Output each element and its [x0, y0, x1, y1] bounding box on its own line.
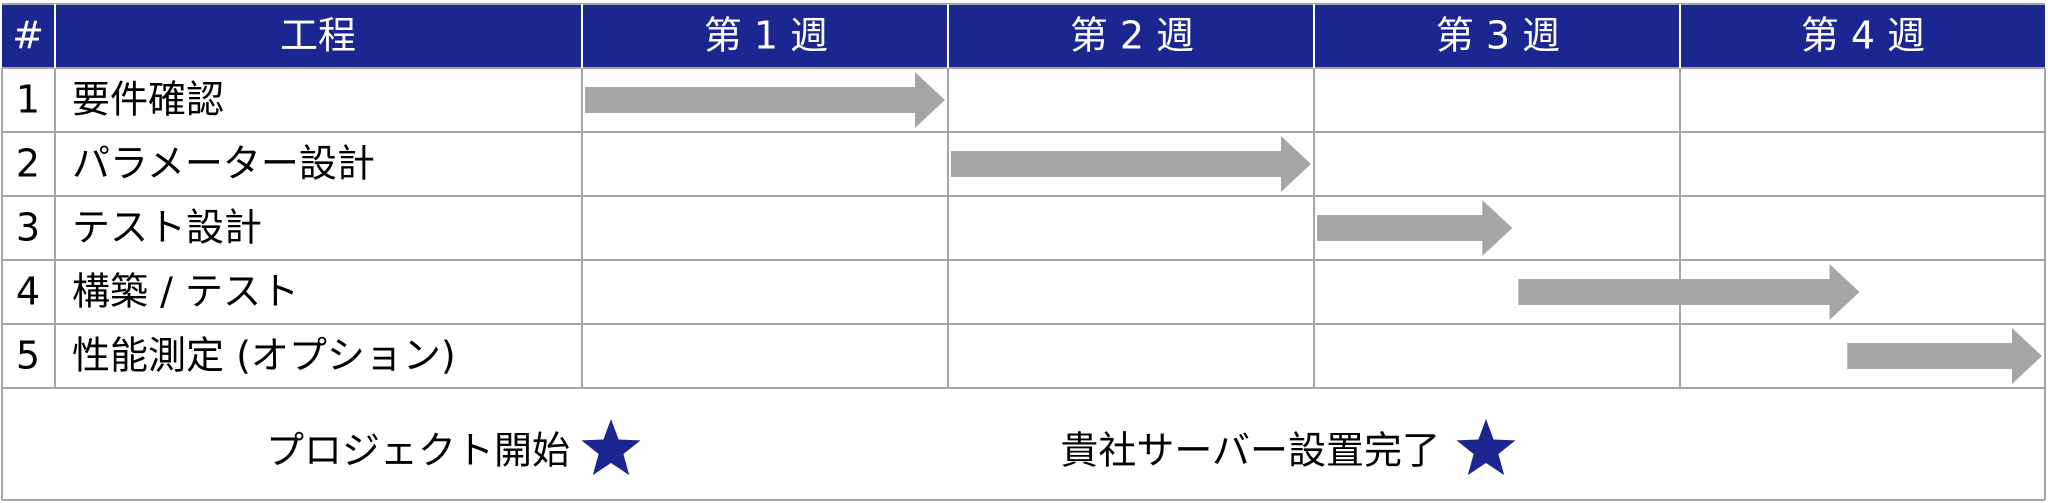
task-bar-2: [951, 136, 1311, 192]
header-week-2: 第 2 週: [1070, 14, 1194, 58]
milestone-label-2: 貴社サーバー設置完了: [1060, 429, 1440, 473]
task-num-1: 1: [16, 78, 40, 122]
header-row: [2, 4, 2045, 68]
header-week-3: 第 3 週: [1436, 14, 1560, 58]
task-name-3: テスト設計: [72, 206, 262, 250]
task-bar-1: [585, 72, 945, 128]
task-num-2: 2: [16, 142, 40, 186]
header-week-1: 第 1 週: [704, 14, 828, 58]
task-bar-3: [1317, 200, 1513, 256]
header-num: #: [12, 14, 44, 58]
task-num-3: 3: [16, 206, 40, 250]
task-name-4: 構築 / テスト: [72, 270, 299, 314]
task-bar-5: [1847, 328, 2042, 384]
header-task: 工程: [280, 14, 356, 58]
header-week-4: 第 4 週: [1801, 14, 1925, 58]
milestone-label-1: プロジェクト開始: [266, 429, 570, 473]
star-icon: [1456, 419, 1516, 476]
task-name-2: パラメーター設計: [72, 142, 375, 186]
task-name-5: 性能測定 (オプション): [72, 334, 456, 378]
task-bar-4: [1518, 264, 1860, 320]
task-name-1: 要件確認: [72, 78, 224, 122]
task-num-5: 5: [16, 334, 40, 378]
star-icon: [581, 419, 641, 476]
task-num-4: 4: [16, 270, 40, 314]
